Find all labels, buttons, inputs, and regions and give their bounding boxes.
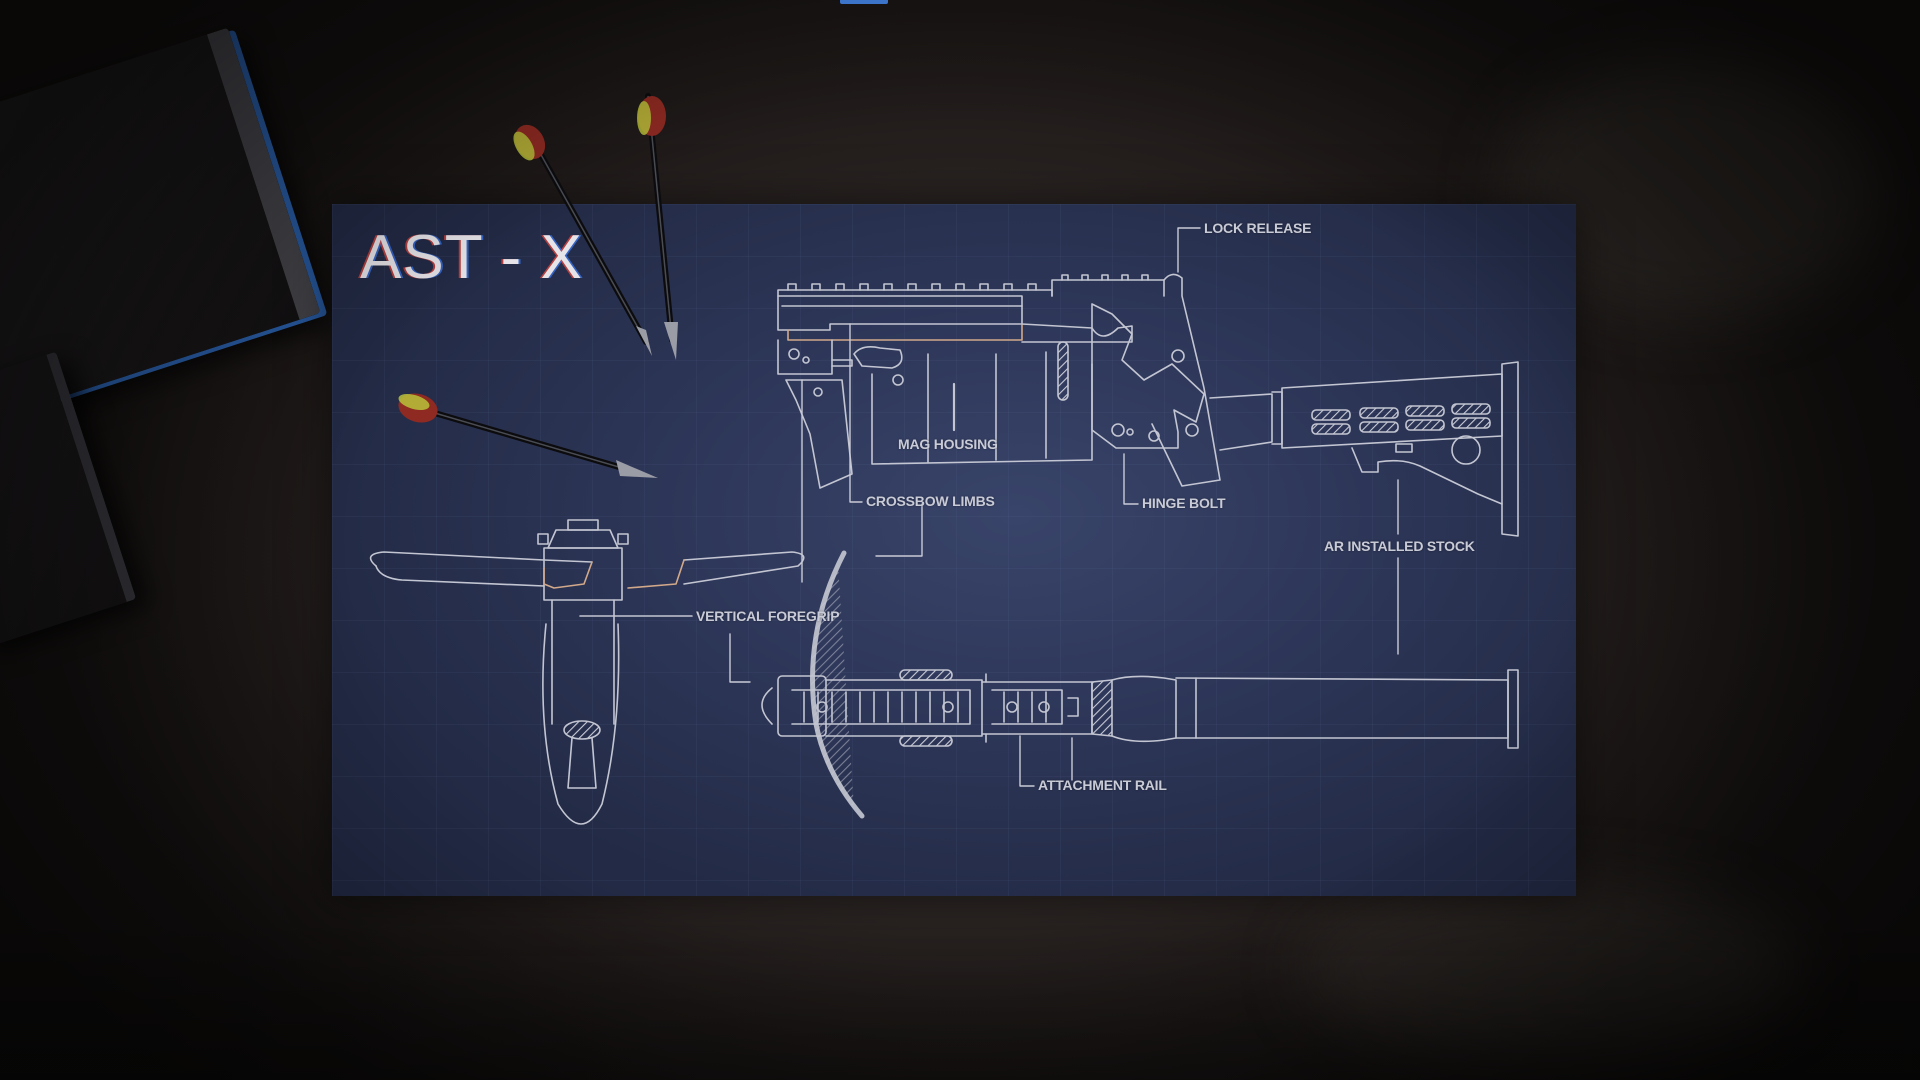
callout-vertical-foregrip: VERTICAL FOREGRIP (696, 608, 840, 624)
callout-crossbow-limbs: CROSSBOW LIMBS (866, 493, 995, 509)
callout-mag-housing: MAG HOUSING (898, 436, 998, 452)
book-object-lower (0, 351, 137, 649)
callout-hinge-bolt: HINGE BOLT (1142, 495, 1226, 511)
callout-ar-installed-stock: AR INSTALLED STOCK (1324, 538, 1475, 554)
top-indicator-marker (840, 0, 888, 4)
callout-attachment-rail: ATTACHMENT RAIL (1038, 777, 1167, 793)
blueprint-sheet: AST - X (332, 204, 1576, 896)
front-view-diagram (369, 519, 805, 825)
table-smudge (1300, 880, 1800, 1060)
callout-lock-release: LOCK RELEASE (1204, 220, 1312, 236)
